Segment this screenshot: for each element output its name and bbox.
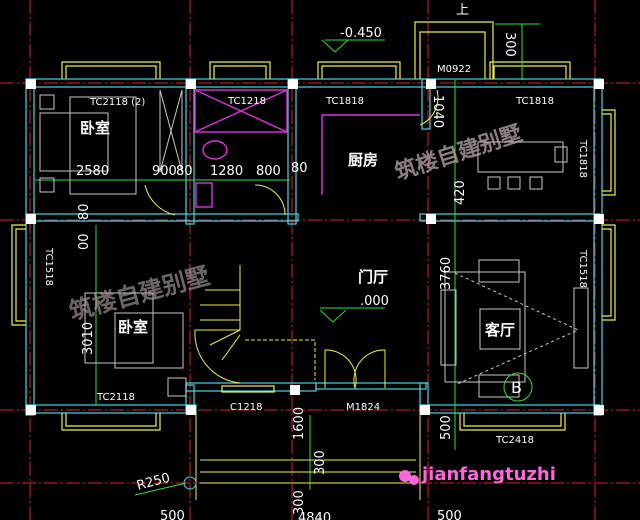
dimension: 00	[77, 233, 92, 250]
stair-up-label: 上	[456, 3, 469, 18]
window-label: TC2118	[96, 392, 135, 403]
dimension: 80	[77, 203, 92, 220]
axis-label: B	[511, 378, 522, 397]
dimension: 300	[313, 450, 328, 475]
level-outdoor: -0.450	[340, 26, 382, 41]
room-living: 客厅	[484, 321, 515, 339]
door-label: M1824	[346, 402, 380, 413]
dimension: 900	[152, 164, 177, 179]
dimension: 300	[502, 32, 517, 57]
dimension: 500	[439, 415, 454, 440]
wechat-icon	[399, 470, 411, 482]
dimension: 2580	[76, 164, 109, 179]
level-hall: .000	[360, 294, 389, 309]
windows	[11, 21, 616, 431]
room-bedroom-bottom: 卧室	[118, 318, 148, 336]
wechat-icon	[409, 475, 419, 485]
dimension: 500	[437, 509, 462, 520]
labels: -0.450 .000 卧室 卧室 厨房 门厅 客厅 TC2118 (2) TC…	[43, 3, 588, 520]
dimension: 1040	[430, 95, 445, 128]
watermark-wechat: jianfangtuzhi	[421, 464, 556, 485]
window-label: TC1818	[577, 139, 588, 178]
dimension: 800	[256, 164, 281, 179]
columns	[26, 79, 604, 415]
dimension: 80	[291, 161, 308, 176]
room-kitchen: 厨房	[348, 151, 378, 169]
door-label: M0922	[437, 64, 471, 75]
window-label: TC1218	[227, 96, 266, 107]
window-label: TC2118 (2)	[89, 97, 145, 108]
dimension: 300	[292, 490, 307, 515]
window-label: TC1518	[577, 249, 588, 288]
furniture	[39, 89, 589, 500]
dimension: 80	[176, 164, 193, 179]
dimension: 420	[453, 180, 468, 205]
window-label: TC1818	[515, 96, 554, 107]
dimension: 4840	[298, 511, 331, 520]
watermark-logo: 筑楼自建别墅	[66, 261, 212, 325]
dimension-lines	[35, 23, 540, 496]
window-label: TC1518	[43, 247, 54, 286]
dimension: 1280	[210, 164, 243, 179]
dimension: 500	[160, 509, 185, 520]
watermark-logo: 筑楼自建别墅	[392, 120, 526, 186]
dimension: 3010	[81, 322, 96, 355]
dimension: 3760	[439, 257, 454, 290]
room-hall: 门厅	[358, 268, 388, 286]
window-label: TC1818	[325, 96, 364, 107]
window-label: TC2418	[495, 435, 534, 446]
dimension: 1600	[292, 407, 307, 440]
window-label: C1218	[230, 402, 262, 413]
room-bedroom-top: 卧室	[80, 119, 110, 137]
